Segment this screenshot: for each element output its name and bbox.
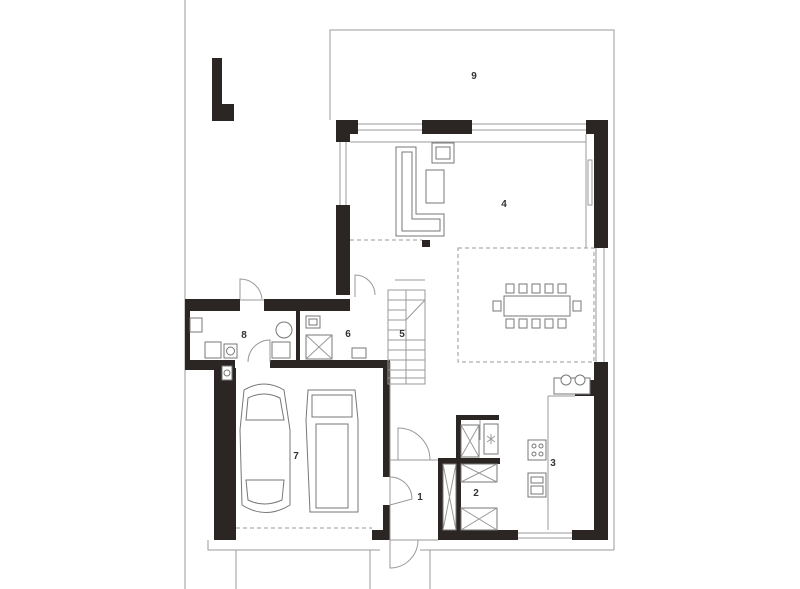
storage-cabinets xyxy=(442,424,498,531)
dining-zone xyxy=(457,247,595,363)
staircase xyxy=(387,279,426,385)
room-label-9: 9 xyxy=(471,71,477,82)
room-label-5: 5 xyxy=(399,329,405,340)
doors xyxy=(239,274,481,569)
room-label-7: 7 xyxy=(293,451,299,462)
walls xyxy=(185,120,608,540)
washbasin xyxy=(351,347,367,359)
room-labels: 1 2 3 4 5 6 7 8 9 xyxy=(241,71,556,503)
cars xyxy=(239,383,359,513)
interior-lines xyxy=(236,134,587,541)
room-label-3: 3 xyxy=(550,458,556,469)
coffee-table xyxy=(425,169,445,204)
living-furniture xyxy=(395,142,455,237)
room-label-8: 8 xyxy=(241,330,247,341)
kitchen-fixtures xyxy=(483,374,591,498)
dining-table xyxy=(492,283,582,329)
room-label-1: 1 xyxy=(417,492,423,503)
site-lines xyxy=(184,0,615,589)
cooktop xyxy=(527,439,547,461)
room-label-2: 2 xyxy=(473,488,479,499)
windows xyxy=(339,123,605,539)
room-label-6: 6 xyxy=(345,329,351,340)
bathroom-fixtures xyxy=(305,315,367,360)
room-label-4: 4 xyxy=(501,199,507,210)
garden-l-element xyxy=(212,58,234,121)
laundry-fixtures xyxy=(189,317,293,381)
